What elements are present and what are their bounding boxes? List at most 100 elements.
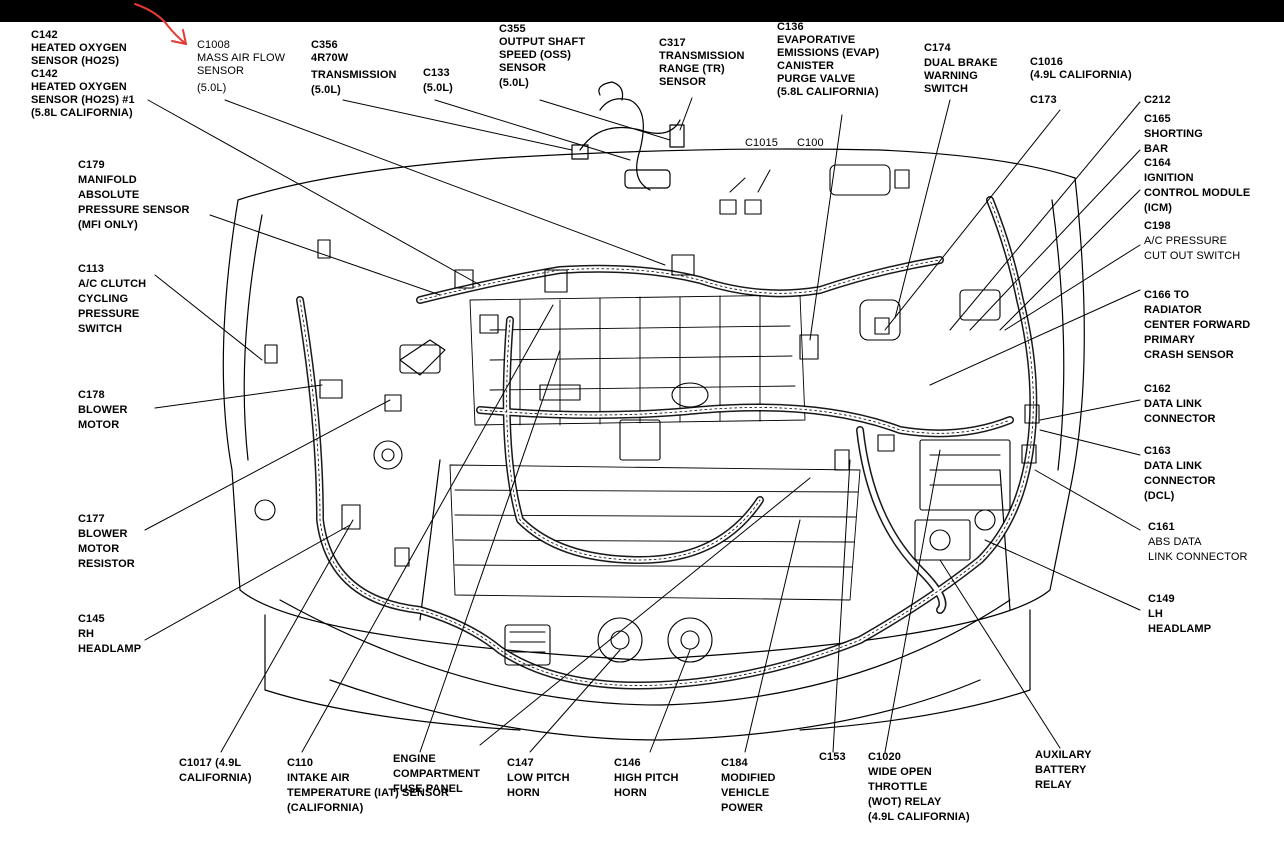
label-line: TRANSMISSION [311,69,397,81]
label-line: MOTOR [78,543,120,555]
label-line: (4.9L CALIFORNIA) [1030,69,1132,81]
label-line: C142 [31,29,58,41]
grille [449,464,861,601]
label-line: (5.8L CALIFORNIA) [31,107,133,119]
label-c145: C145 RH HEADLAMP [78,613,141,656]
label-line: (DCL) [1144,490,1175,502]
label-line: C165 [1144,113,1171,125]
label-line: FUSE PANEL [393,783,463,795]
label-c166: C166 TO RADIATOR CENTER FORWARD PRIMARY … [1144,289,1250,362]
label-line: HEADLAMP [1148,623,1212,635]
label-line: DATA LINK [1144,398,1203,410]
label-line: BAR [1144,143,1169,155]
label-c1017: C1017 (4.9L CALIFORNIA) [179,757,252,785]
label-line: SWITCH [78,323,122,335]
vehicle-body-outline [222,148,1085,741]
label-line: PRESSURE SENSOR [78,204,190,216]
label-line: LH [1148,608,1163,620]
label-c165: C165 SHORTING BAR [1144,113,1203,156]
label-line: C355 [499,23,526,35]
label-line: HEATED OXYGEN [31,81,127,93]
label-line: C178 [78,389,105,401]
label-line: BLOWER [78,528,128,540]
label-c178: C178 BLOWER MOTOR [78,389,127,432]
label-line: ENGINE [393,753,436,765]
label-line: BATTERY [1035,764,1087,776]
label-line: POWER [721,802,764,814]
top-black-bar [0,0,1284,22]
label-line: AUXILARY [1035,749,1092,761]
label-line: C136 [777,21,804,33]
label-line: PRIMARY [1144,334,1196,346]
label-line: C174 [924,42,951,54]
label-line: MODIFIED [721,772,776,784]
label-line: C113 [78,263,105,275]
label-line: A/C PRESSURE [1144,235,1228,247]
label-line: C198 [1144,220,1171,232]
label-line: A/C CLUTCH [78,278,147,290]
transmission-harness [571,81,685,191]
label-line: ABSOLUTE [78,189,140,201]
label-c1016: C1016 (4.9L CALIFORNIA) [1030,56,1132,82]
label-line: C166 TO [1144,289,1190,301]
label-line: LINK CONNECTOR [1148,551,1248,563]
label-line: C100 [797,137,824,149]
label-c136: C136 EVAPORATIVE EMISSIONS (EVAP) CANIST… [777,21,879,99]
leader-lines [144,97,1141,753]
label-line: HORN [507,787,540,799]
label-line: SENSOR (HO2S) #1 [31,94,135,106]
label-line: PRESSURE [78,308,140,320]
label-line: MASS AIR FLOW [197,52,286,64]
label-line: EVAPORATIVE [777,34,856,46]
label-line: C147 [507,757,534,769]
label-line: C317 [659,37,686,49]
label-line: RANGE (TR) [659,63,725,75]
label-line: C179 [78,159,105,171]
label-line: C1008 [197,39,230,51]
label-line: THROTTLE [868,781,928,793]
label-line: C1017 (4.9L [179,757,242,769]
label-line: C146 [614,757,641,769]
label-line: (MFI ONLY) [78,219,138,231]
label-line: SWITCH [924,83,968,95]
label-c162: C162 DATA LINK CONNECTOR [1144,383,1216,426]
label-line: HEATED OXYGEN [31,42,127,54]
label-line: IGNITION [1144,172,1194,184]
label-c198: C198 A/C PRESSURE CUT OUT SWITCH [1144,220,1240,263]
label-line: CONTROL MODULE [1144,187,1251,199]
label-line: (ICM) [1144,202,1172,214]
label-c1020: C1020 WIDE OPEN THROTTLE (WOT) RELAY (4.… [868,751,970,824]
radiator [469,294,806,426]
label-line: C153 [819,751,846,763]
label-line: (5.8L CALIFORNIA) [777,86,879,98]
label-c161: C161 ABS DATA LINK CONNECTOR [1148,521,1248,564]
label-c142-ho2s-1: C142 HEATED OXYGEN SENSOR (HO2S) #1 (5.8… [31,68,135,120]
red-arrow-icon [134,3,187,45]
label-line: CALIFORNIA) [179,772,252,784]
label-line: OUTPUT SHAFT [499,36,586,48]
label-c149: C149 LH HEADLAMP [1148,593,1211,636]
label-line: RESISTOR [78,558,135,570]
label-line: WIDE OPEN [868,766,932,778]
label-line: LOW PITCH [507,772,570,784]
label-c356: C356 4R70W TRANSMISSION (5.0L) [311,39,397,97]
label-line: WARNING [924,70,978,82]
label-c163: C163 DATA LINK CONNECTOR (DCL) [1144,445,1216,503]
label-line: C1016 [1030,56,1063,68]
label-line: CONNECTOR [1144,475,1216,487]
label-line: CENTER FORWARD [1144,319,1251,331]
label-c179: C179 MANIFOLD ABSOLUTE PRESSURE SENSOR (… [78,159,190,232]
label-c110: C110 INTAKE AIR TEMPERATURE (IAT) SENSOR… [287,757,449,815]
label-c317: C317 TRANSMISSION RANGE (TR) SENSOR [659,37,745,89]
label-line: C356 [311,39,338,51]
label-line: C149 [1148,593,1175,605]
label-line: INTAKE AIR [287,772,350,784]
label-c100: C100 [797,137,824,150]
label-line: (5.0L) [311,84,341,96]
wiring-harness-inner [297,197,1036,689]
label-line: SENSOR (HO2S) [31,55,120,67]
label-c146: C146 HIGH PITCH HORN [614,757,679,800]
label-c164: C164 IGNITION CONTROL MODULE (ICM) [1144,157,1250,215]
label-line: 4R70W [311,52,349,64]
label-line: C177 [78,513,105,525]
